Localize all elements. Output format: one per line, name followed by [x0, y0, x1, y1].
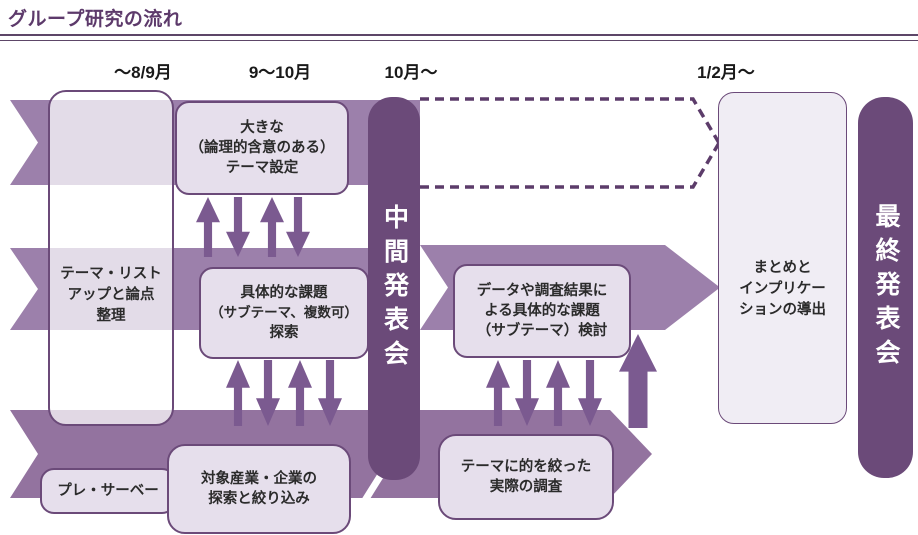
timeline-label-phase1: ～8/9月 — [114, 63, 172, 82]
page-title: グループ研究の流れ — [8, 9, 183, 30]
final-presentation-bar: 最終発表会 — [858, 97, 913, 478]
timeline-label-phase3: 10月～ — [384, 63, 438, 82]
theme-list-box: テーマ・リスト アップと論点 整理 — [48, 90, 174, 426]
target-industry-box: 対象産業・企業の 探索と絞り込み — [167, 444, 351, 534]
pre-survey-box: プレ・サーベー — [40, 468, 176, 514]
interim-presentation-bar: 中間発表会 — [368, 97, 420, 480]
title-divider — [0, 34, 918, 41]
dashed-skip-band — [420, 97, 721, 189]
data-review-box: データや調査結果に よる具体的な課題 （サブテーマ）検討 — [453, 264, 631, 358]
theme-list-text: テーマ・リスト アップと論点 整理 — [60, 266, 162, 324]
summary-box: まとめと インプリケー ションの導出 — [718, 92, 847, 424]
concrete-issues-box: 具体的な課題 （サブテーマ、複数可） 探索 — [199, 267, 369, 359]
summary-text: まとめと インプリケー ションの導出 — [739, 260, 826, 318]
big-theme-box: 大きな （論理的含意のある） テーマ設定 — [175, 101, 349, 195]
focused-survey-box: テーマに的を絞った 実際の調査 — [438, 434, 614, 520]
timeline-label-phase4: 1/2月～ — [697, 63, 755, 82]
timeline-label-phase2: 9～10月 — [248, 63, 312, 82]
